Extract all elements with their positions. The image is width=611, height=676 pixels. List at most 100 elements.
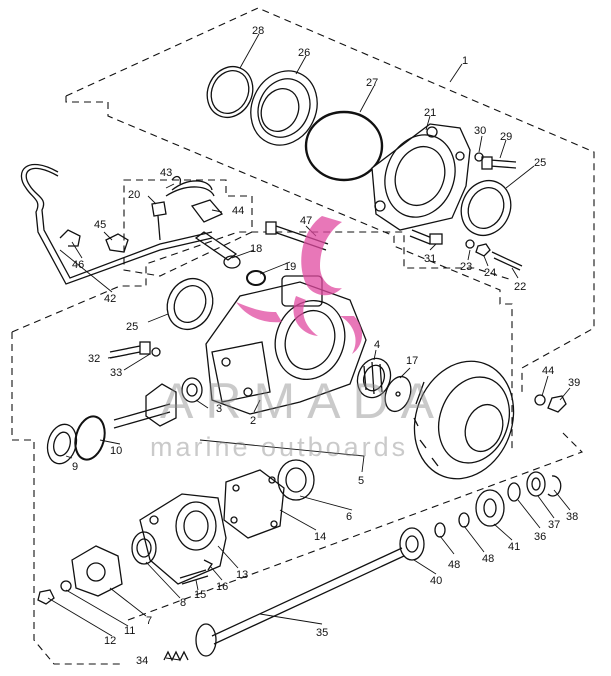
part-label-25-left: 25: [126, 321, 138, 333]
case-2: [205, 275, 367, 415]
ring-gear-5: [413, 360, 515, 480]
part-label-13: 13: [236, 569, 248, 581]
part-label-6: 6: [346, 511, 352, 523]
part-label-46: 46: [72, 259, 84, 271]
frame-middle: [11, 231, 513, 333]
group-frames: [11, 7, 595, 665]
part-label-1: 1: [462, 55, 468, 67]
part-label-2: 2: [250, 415, 256, 427]
o-ring-10: [74, 415, 106, 461]
spacer-3: [181, 377, 203, 403]
shim-17: [384, 375, 412, 413]
bearing-40: [399, 527, 425, 561]
part-label-40: 40: [430, 575, 442, 587]
clip-43: [171, 175, 182, 185]
part-label-19: 19: [284, 261, 296, 273]
part-label-39: 39: [568, 377, 580, 389]
part-label-32: 32: [88, 353, 100, 365]
part-label-25-top: 25: [534, 157, 546, 169]
part-label-16: 16: [216, 581, 228, 593]
part-label-14: 14: [314, 531, 326, 543]
part-label-37: 37: [548, 519, 560, 531]
frame-hose: [123, 179, 253, 277]
part-label-10: 10: [110, 445, 122, 457]
breather-hose-42: [20, 163, 213, 285]
part-label-42: 42: [104, 293, 116, 305]
part-label-5: 5: [358, 475, 364, 487]
frame-middle-left: [11, 332, 120, 665]
part-label-20: 20: [128, 189, 140, 201]
clip-48-a: [434, 522, 446, 538]
part-label-3: 3: [216, 403, 222, 415]
nipple-18: [194, 231, 241, 269]
part-label-26: 26: [298, 47, 310, 59]
yoke-7: [71, 545, 123, 597]
bearing-8: [131, 531, 157, 565]
clip-46: [59, 229, 81, 247]
clip-48-b: [458, 512, 470, 528]
seal-ring-28: [206, 66, 254, 118]
o-ring-27: [304, 110, 384, 182]
frame-upper-inner: [65, 96, 513, 450]
watermark-tagline: marine outboards: [150, 432, 408, 462]
part-label-15: 15: [194, 589, 206, 601]
part-label-23: 23: [460, 261, 472, 273]
coupling-41: [475, 489, 505, 527]
bolt-31: [409, 229, 443, 245]
washer-23: [465, 239, 475, 249]
pinion-gear-2-shaft: [113, 383, 177, 429]
frame-lower-right: [127, 429, 583, 621]
part-label-44-top: 44: [232, 205, 244, 217]
part-label-8: 8: [180, 597, 186, 609]
part-label-21: 21: [424, 107, 436, 119]
part-label-28: 28: [252, 25, 264, 37]
part-label-31: 31: [424, 253, 436, 265]
part-label-33: 33: [110, 367, 122, 379]
oil-seal-25-top: [460, 180, 512, 236]
part-label-30: 30: [474, 125, 486, 137]
bearing-37: [526, 471, 546, 497]
part-label-24: 24: [484, 267, 496, 279]
part-label-22: 22: [514, 281, 526, 293]
part-label-36: 36: [534, 531, 546, 543]
part-label-11: 11: [124, 625, 135, 637]
part-label-7: 7: [146, 615, 152, 627]
part-label-9: 9: [72, 461, 78, 473]
leader-lines: [47, 33, 571, 661]
part-label-48-b: 48: [482, 553, 494, 565]
part-label-48-a: 48: [448, 559, 460, 571]
part-labels: 1 2 3 4 5 6 7 8 9 10 11 12 13 14 15 16 1…: [72, 25, 580, 667]
fitting-20: [151, 201, 167, 241]
part-label-47: 47: [300, 215, 312, 227]
part-label-27: 27: [366, 77, 378, 89]
nut-24: [475, 243, 491, 257]
washer-11: [60, 580, 72, 592]
drive-shaft-35: [195, 547, 405, 657]
part-label-44-right: 44: [542, 365, 554, 377]
nut-12: [37, 589, 55, 605]
gasket-14: [223, 469, 285, 539]
collar-36: [507, 482, 521, 502]
part-label-4: 4: [374, 339, 380, 351]
washer-33: [151, 347, 161, 357]
watermark-brand: ARMADA: [160, 373, 446, 429]
part-label-38: 38: [566, 511, 578, 523]
clip-45: [105, 233, 129, 253]
bearing-6: [277, 459, 315, 501]
bearing-4: [356, 357, 392, 399]
part-label-43: 43: [160, 167, 172, 179]
bearing-housing-21: [371, 123, 471, 231]
bolt-32: [109, 341, 151, 359]
frame-upper: [65, 7, 595, 392]
washer-30: [474, 152, 484, 162]
part-label-18: 18: [250, 243, 262, 255]
washer-44-right: [534, 394, 546, 406]
armada-logo: [236, 216, 363, 354]
nut-39: [547, 395, 567, 413]
spring-34: [163, 650, 189, 662]
part-label-29: 29: [500, 131, 512, 143]
part-label-45: 45: [94, 219, 106, 231]
oil-seal-25-left: [166, 278, 214, 330]
pin-16: [203, 559, 213, 571]
